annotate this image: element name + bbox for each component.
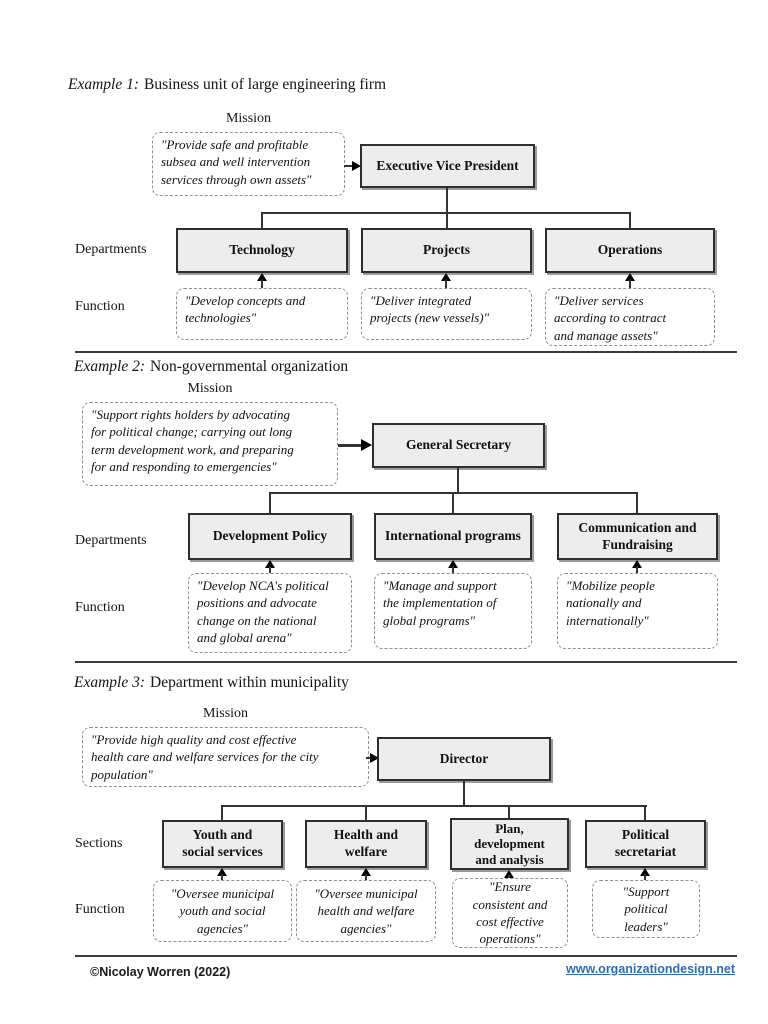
- example1-dept-operations: Operations: [545, 228, 715, 273]
- example3-section-youth-social: Youth and social services: [162, 820, 283, 868]
- example1-title-rest: Business unit of large engineering firm: [144, 76, 387, 93]
- arrow-right-icon: [361, 439, 372, 451]
- connector-line: [344, 165, 354, 167]
- connector-line: [629, 212, 631, 229]
- example2-head-box: General Secretary: [372, 423, 545, 468]
- example1-head-box: Executive Vice President: [360, 144, 535, 188]
- example1-dept-projects: Projects: [361, 228, 532, 273]
- connector-line: [636, 492, 638, 514]
- connector-line: [269, 492, 271, 514]
- arrow-up-icon: [625, 273, 635, 281]
- arrow-up-icon: [441, 273, 451, 281]
- section-divider: [75, 661, 737, 663]
- connector-line: [446, 188, 448, 213]
- example1-mission-box: "Provide safe and profitable subsea and …: [152, 132, 345, 196]
- example3-title-prefix: Example 3:: [74, 674, 146, 691]
- connector-line: [644, 874, 646, 881]
- example2-dept-international-programs: International programs: [374, 513, 532, 560]
- example2-row-label: Departments: [75, 533, 147, 548]
- example2-dept-communication-fundraising: Communication and Fundraising: [557, 513, 718, 560]
- example3-head-box: Director: [377, 737, 551, 781]
- example3-function-youth-social: "Oversee municipal youth and social agen…: [153, 880, 292, 942]
- footer-website-link[interactable]: www.organizationdesign.net: [566, 962, 735, 976]
- footer-copyright: ©Nicolay Worren (2022): [90, 965, 231, 979]
- arrow-up-icon: [632, 560, 642, 568]
- example3-section-health-welfare: Health and welfare: [305, 820, 427, 868]
- connector-line: [261, 212, 263, 229]
- connector-line: [221, 805, 223, 820]
- section-divider: [75, 351, 737, 353]
- connector-line: [221, 874, 223, 881]
- example3-function-plan-development: "Ensure consistent and cost effective op…: [452, 878, 568, 948]
- example2-title-prefix: Example 2:: [74, 358, 146, 375]
- connector-line: [446, 212, 448, 229]
- example3-function-health-welfare: "Oversee municipal health and welfare ag…: [296, 880, 436, 942]
- example1-row-label: Departments: [75, 242, 147, 257]
- arrow-up-icon: [504, 870, 514, 878]
- connector-line: [365, 805, 367, 820]
- connector-line: [636, 566, 638, 574]
- example3-title: Example 3:Department within municipality: [74, 674, 349, 692]
- connector-line: [366, 757, 373, 759]
- connector-line: [445, 279, 447, 289]
- connector-line: [508, 875, 510, 879]
- arrow-right-icon: [370, 753, 379, 763]
- example2-function-international-programs: "Manage and support the implementation o…: [374, 573, 532, 649]
- example1-title: Example 1:Business unit of large enginee…: [68, 76, 386, 94]
- example3-section-plan-development: Plan, development and analysis: [450, 818, 569, 870]
- connector-line: [365, 874, 367, 881]
- example1-dept-technology: Technology: [176, 228, 348, 273]
- connector-line: [644, 805, 646, 820]
- example1-function-projects: "Deliver integrated projects (new vessel…: [361, 288, 532, 340]
- connector-line: [261, 279, 263, 289]
- example1-mission-label: Mission: [225, 111, 272, 126]
- example3-row-label: Sections: [75, 836, 123, 851]
- arrow-up-icon: [217, 868, 227, 876]
- footer-divider: [75, 955, 737, 957]
- connector-line: [463, 781, 465, 806]
- connector-line: [629, 279, 631, 289]
- example2-mission-box: "Support rights holders by advocating fo…: [82, 402, 338, 486]
- example3-section-political-secretariat: Political secretariat: [585, 820, 706, 868]
- example1-title-prefix: Example 1:: [68, 76, 140, 93]
- example3-function-political-secretariat: "Support political leaders": [592, 880, 700, 938]
- example2-function-communication-fundraising: "Mobilize people nationally and internat…: [557, 573, 718, 649]
- arrow-up-icon: [448, 560, 458, 568]
- example2-function-label: Function: [75, 600, 125, 615]
- example3-mission-label: Mission: [202, 706, 249, 721]
- example2-title-rest: Non-governmental organization: [150, 358, 349, 375]
- arrow-up-icon: [361, 868, 371, 876]
- example1-function-technology: "Develop concepts and technologies": [176, 288, 348, 340]
- example3-mission-box: "Provide high quality and cost effective…: [82, 727, 369, 787]
- example2-dept-development-policy: Development Policy: [188, 513, 352, 560]
- connector-line: [452, 492, 454, 514]
- example2-title: Example 2:Non-governmental organization: [74, 358, 348, 376]
- example2-function-development-policy: "Develop NCA's political positions and a…: [188, 573, 352, 653]
- arrow-right-icon: [352, 161, 361, 171]
- example3-function-label: Function: [75, 902, 125, 917]
- example1-function-operations: "Deliver services according to contract …: [545, 288, 715, 346]
- connector-line: [457, 468, 459, 493]
- connector-line: [221, 805, 647, 807]
- arrow-up-icon: [257, 273, 267, 281]
- example2-mission-label: Mission: [187, 381, 233, 396]
- connector-line: [508, 805, 510, 820]
- connector-line: [269, 566, 271, 574]
- arrow-up-icon: [265, 560, 275, 568]
- example1-function-label: Function: [75, 299, 125, 314]
- connector-line: [452, 566, 454, 574]
- connector-line: [338, 444, 364, 447]
- example3-title-rest: Department within municipality: [150, 674, 349, 691]
- arrow-up-icon: [640, 868, 650, 876]
